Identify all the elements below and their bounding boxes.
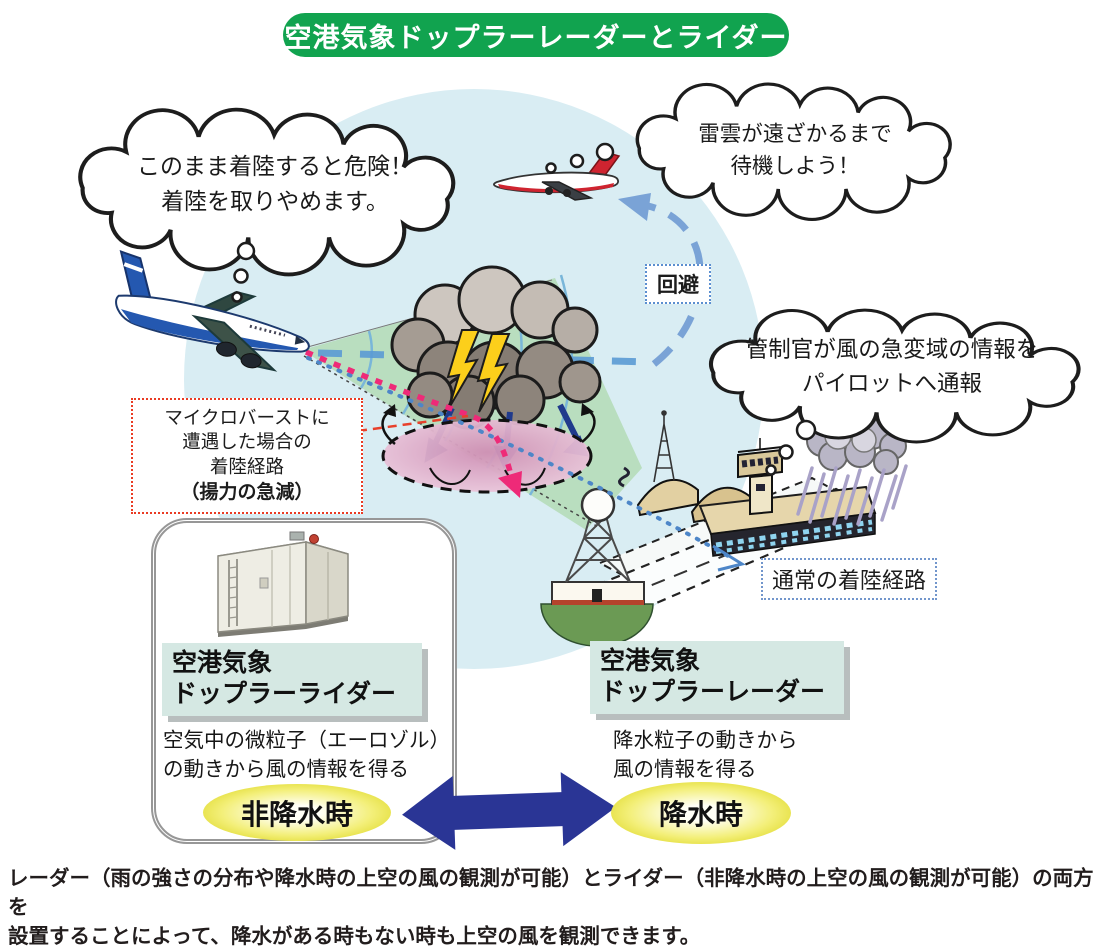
lightning-bolt-icon — [476, 333, 511, 413]
heading-line: ドップラーライダー — [172, 680, 397, 709]
note-line: 遭遇した場合の — [182, 433, 312, 454]
lidar-container-photo — [217, 531, 349, 637]
red-airplane-icon — [493, 151, 621, 201]
non-precipitation-badge: 非降水時 — [203, 784, 391, 841]
speech-text-controller-report: 管制官が風の急変域の情報を パイロットへ通報 — [712, 333, 1072, 401]
lidar-description: 空気中の微粒子（エーロゾル） の動きから風の情報を得る — [163, 727, 463, 785]
microburst-outflow-icon — [381, 403, 596, 494]
page-title: 空港気象ドップラーレーダーとライダー — [283, 13, 789, 57]
thought-dots — [231, 142, 817, 476]
flight-paths — [304, 193, 746, 572]
radar-description: 降水粒子の動きから 風の情報を得る — [613, 727, 873, 785]
speech-line: 着陸を取りやめます。 — [161, 188, 389, 214]
speech-text-wait-out: 雷雲が遠ざかるまで 待機しよう！ — [650, 118, 940, 183]
avoidance-path — [647, 202, 704, 367]
caption-line: レーダー（雨の強さの分布や降水時の上空の風の観測が可能）とライダー（非降水時の上… — [8, 867, 1094, 920]
speech-line: 管制官が風の急変域の情報を — [745, 337, 1039, 362]
lightning-bolt-icon — [446, 329, 481, 409]
bottom-caption: レーダー（雨の強さの分布や降水時の上空の風の観測が可能）とライダー（非降水時の上… — [8, 864, 1102, 951]
desc-line: 風の情報を得る — [613, 759, 757, 782]
avoidance-label: 回避 — [645, 264, 711, 304]
lidar-heading: 空港気象 ドップラーライダー — [162, 643, 422, 716]
precipitation-badge: 降水時 — [611, 782, 791, 844]
thunderstorm-cloud-icon — [390, 265, 602, 430]
microburst-note-box: マイクロバーストに 遭遇した場合の 着陸経路 （揚力の急減） — [131, 398, 363, 515]
double-headed-arrow-icon — [402, 772, 616, 850]
desc-line: の動きから風の情報を得る — [163, 759, 409, 782]
heading-line: 空港気象 — [172, 649, 273, 677]
speech-line: このまま着陸すると危険！ — [137, 154, 413, 179]
heading-line: 空港気象 — [600, 647, 701, 675]
speech-line: パイロットへ通報 — [801, 370, 982, 396]
radar-heading: 空港気象 ドップラーレーダー — [590, 641, 844, 714]
hangar — [636, 478, 699, 517]
caption-line: 設置することによって、降水がある時もない時も上空の風を観測できます。 — [8, 925, 701, 949]
note-line: マイクロバーストに — [164, 409, 330, 429]
desc-line: 空気中の微粒子（エーロゾル） — [163, 730, 450, 752]
microburst-note-connector — [357, 414, 469, 433]
speech-line: 雷雲が遠ざかるまで — [698, 122, 892, 146]
speech-text-landing-abort: このまま着陸すると危険！ 着陸を取りやめます。 — [95, 150, 455, 219]
antenna-mast-icon — [653, 410, 675, 483]
heading-line: ドップラーレーダー — [600, 678, 826, 707]
speech-line: 待機しよう！ — [730, 154, 860, 179]
normal-landing-label: 通常の着陸経路 — [761, 558, 938, 600]
microburst-landing-path — [304, 349, 515, 481]
note-line: 着陸経路 — [209, 457, 284, 478]
note-line-bold: （揚力の急減） — [180, 482, 314, 504]
rain-streaks-icon — [796, 464, 908, 526]
desc-line: 降水粒子の動きから — [613, 730, 798, 752]
